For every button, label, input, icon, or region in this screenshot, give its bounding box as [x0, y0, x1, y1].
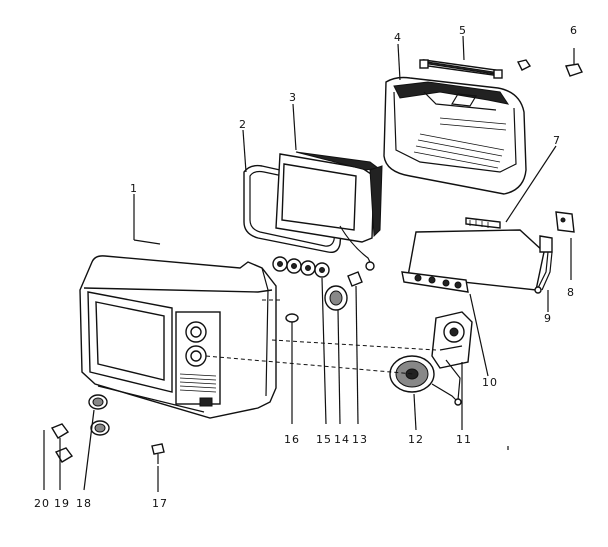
screw-part-17 — [151, 443, 165, 464]
callout-6: 6 — [570, 24, 578, 37]
callout-11: 11 — [456, 433, 472, 446]
callout-labels: 1 2 3 4 5 6 7 8 9 10 11 12 13 14 15 16 1… — [34, 24, 578, 510]
callout-18: 18 — [76, 497, 92, 510]
callout-9: 9 — [544, 312, 552, 325]
chassis-board-part-7 — [407, 217, 545, 291]
callout-17: 17 — [152, 497, 168, 510]
picture-tube-part-3 — [275, 151, 383, 271]
screws-part-6 — [516, 48, 583, 77]
callout-7: 7 — [553, 134, 561, 147]
bracket-part-8 — [555, 211, 575, 233]
pin-part-16 — [285, 313, 299, 323]
callout-1: 1 — [130, 182, 138, 195]
back-cover-part-4 — [383, 76, 527, 195]
callout-16: 16 — [284, 433, 300, 446]
callout-14: 14 — [334, 433, 350, 446]
callout-15: 15 — [316, 433, 332, 446]
leader-lines — [43, 35, 572, 492]
handle-part-5 — [419, 59, 503, 79]
lever-part-9 — [534, 235, 553, 294]
callout-13: 13 — [352, 433, 368, 446]
callout-2: 2 — [239, 118, 247, 131]
callout-20: 20 — [34, 497, 50, 510]
knob-row-part-15 — [272, 256, 330, 278]
knob-part-13 — [347, 271, 363, 287]
callout-5: 5 — [459, 24, 467, 37]
callout-4: 4 — [394, 31, 402, 44]
callout-19: 19 — [54, 497, 70, 510]
front-cabinet-part-1 — [79, 255, 277, 419]
callout-8: 8 — [567, 286, 575, 299]
callout-3: 3 — [289, 91, 297, 104]
rotary-knobs-part-18 — [88, 394, 110, 436]
knob-part-14 — [324, 285, 348, 311]
control-strip-part-10 — [401, 271, 469, 293]
transformer-part-11 — [431, 311, 473, 401]
callout-12: 12 — [408, 433, 424, 446]
clips-part-19-20 — [50, 423, 74, 463]
callout-10: 10 — [482, 376, 498, 389]
